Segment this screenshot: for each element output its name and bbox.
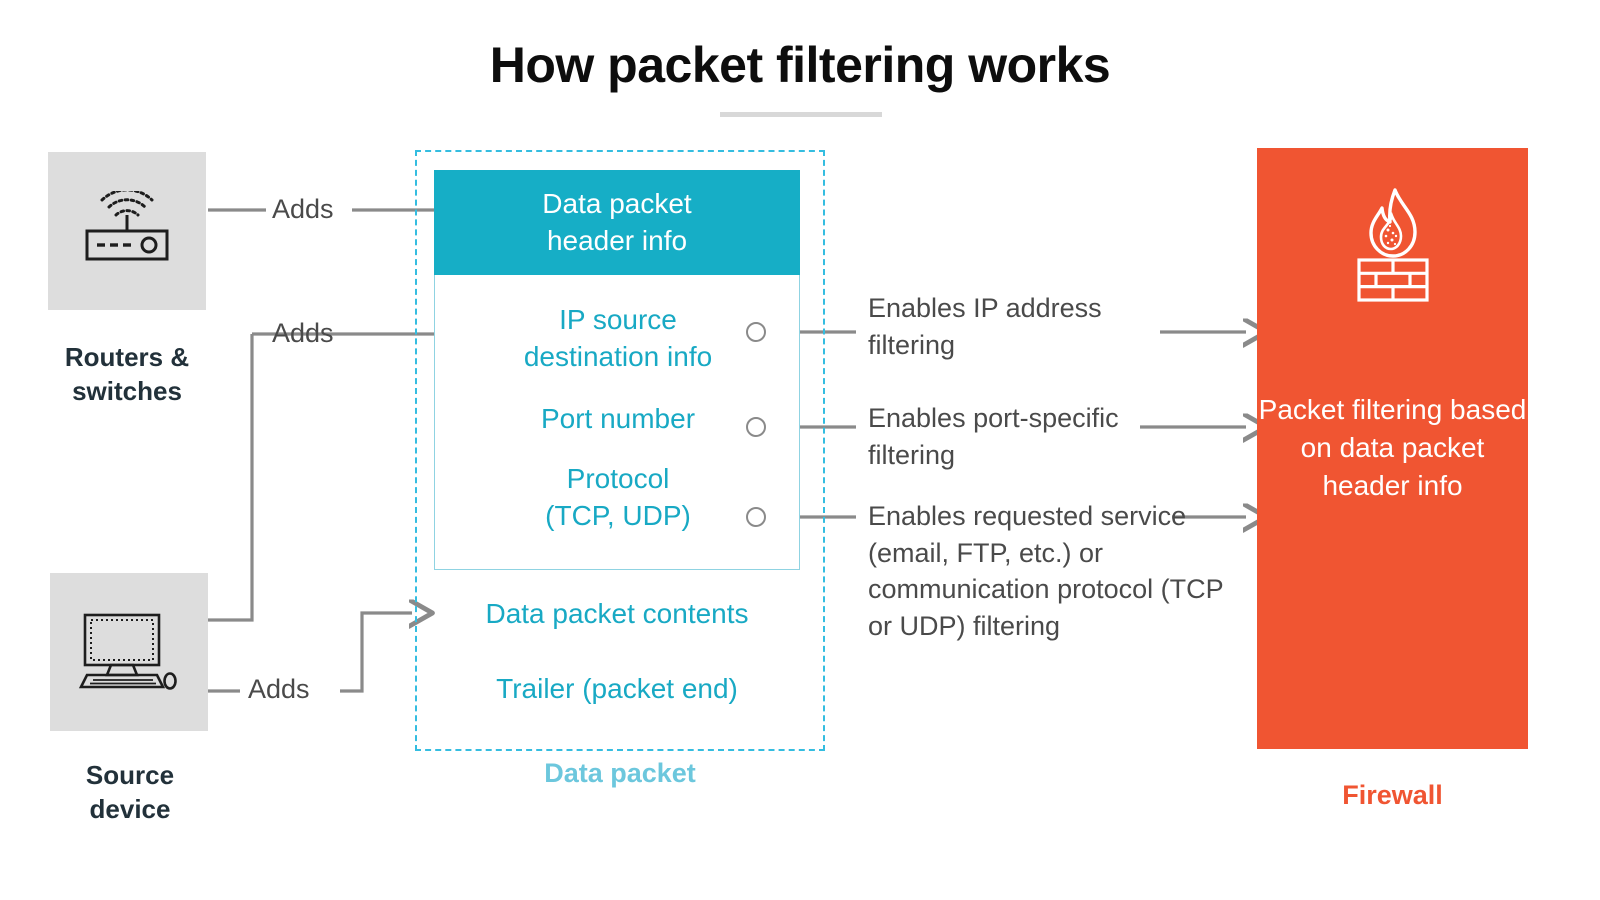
- packet-field-ip-source-line1: IP source: [559, 304, 677, 335]
- routers-switches-label-line1: Routers &: [64, 342, 190, 372]
- header-line-1: Data packet: [542, 188, 692, 220]
- connector-dot-port: [746, 417, 766, 437]
- packet-field-ip-source: IP source destination info: [435, 302, 801, 376]
- data-packet-header-band: Data packet header info: [434, 170, 800, 275]
- packet-field-protocol-line2: (TCP, UDP): [545, 499, 691, 531]
- adds-label-3: Adds: [248, 674, 310, 704]
- firewall-label: Firewall: [1342, 780, 1443, 810]
- source-device-label-line2: device: [89, 794, 171, 825]
- source-device-tile: [50, 573, 208, 731]
- source-device-label-line1: Source: [85, 760, 175, 790]
- routers-switches-label: Routers & switches: [12, 340, 242, 409]
- desktop-computer-icon: [78, 613, 177, 690]
- explanation-port-filtering: Enables port-specific filtering: [868, 403, 1119, 470]
- adds-label-2: Adds: [272, 318, 334, 348]
- firewall-description: Packet filtering based on data packet he…: [1258, 394, 1527, 502]
- firewall-panel: Packet filtering based on data packet he…: [1257, 148, 1528, 749]
- packet-field-port-number: Port number: [540, 403, 696, 434]
- router-wifi-icon: [85, 191, 169, 261]
- title-divider: [720, 112, 882, 117]
- firewall-flame-brickwall-icon: [1356, 188, 1429, 302]
- connector-dot-protocol: [746, 507, 766, 527]
- adds-label-1: Adds: [272, 194, 334, 224]
- connector-dot-ip: [746, 322, 766, 342]
- page-title: How packet filtering works: [489, 37, 1111, 93]
- packet-field-protocol-line1: Protocol: [566, 463, 670, 494]
- data-packet-boundary: [415, 150, 825, 751]
- source-device-label: Source device: [15, 758, 245, 827]
- packet-field-protocol: Protocol (TCP, UDP): [435, 461, 801, 535]
- explanation-protocol-filtering: Enables requested service (email, FTP, e…: [868, 501, 1224, 642]
- routers-switches-label-line2: switches: [72, 376, 182, 407]
- packet-row-trailer: Trailer (packet end): [496, 673, 738, 704]
- packet-row-contents: Data packet contents: [485, 598, 749, 629]
- data-packet-caption: Data packet: [544, 758, 696, 788]
- explanation-ip-filtering: Enables IP address filtering: [868, 293, 1102, 360]
- data-packet-header-text: Data packet header info: [542, 186, 691, 259]
- header-line-2: header info: [546, 224, 688, 256]
- routers-switches-tile: [48, 152, 206, 310]
- packet-header-fields-box: IP source destination info Port number P…: [434, 275, 800, 570]
- packet-field-ip-source-line2: destination info: [523, 340, 713, 372]
